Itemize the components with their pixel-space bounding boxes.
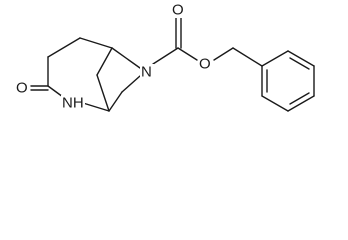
- atom-label-bridge-nitrogen: N: [141, 64, 152, 81]
- phenyl-bond-1: [261, 50, 289, 67]
- bond-bridge-upper-to-ch2: [96, 47, 113, 76]
- atom-label-carbamate-carbonyl-oxygen: O: [172, 2, 184, 19]
- bond-c-ring-upper-left: [47, 37, 81, 58]
- phenyl-inner-bond-b: [289, 92, 310, 105]
- atom-label-ester-oxygen: O: [199, 56, 211, 73]
- atom-label-amide-nh: NH: [62, 95, 84, 112]
- bond-bridge-ch2-to-lower: [96, 74, 110, 112]
- bond-upper-bridgehead-to-n: [111, 47, 141, 69]
- bond-ester-o-to-ch2: [213, 47, 234, 61]
- bond-carbonyl-to-amide-n: [47, 85, 64, 98]
- phenyl-ring: [261, 50, 315, 112]
- phenyl-bond-2: [287, 50, 315, 67]
- molecular-structure-diagram: O NH N O O: [14, 1, 315, 112]
- bond-ch2-to-bridge-n: [121, 75, 141, 93]
- lactam-carbonyl-double-bond: [30, 85, 49, 91]
- bond-amide-n-to-lower-bridgehead: [82, 102, 110, 112]
- bond-ring-top-to-bridgehead: [79, 37, 113, 49]
- phenyl-bond-4: [287, 95, 315, 112]
- bond-lower-bridgehead-to-ch2: [108, 91, 123, 112]
- atom-labels: O NH N O O: [14, 1, 213, 112]
- bond-ch2-to-phenyl: [232, 47, 263, 67]
- bond-n-to-carbamate-c: [152, 47, 179, 65]
- phenyl-inner-bond-a: [289, 57, 310, 70]
- bicyclic-ring-bonds: [47, 37, 141, 112]
- phenyl-bond-5: [261, 95, 289, 112]
- bond-carbamate-c-to-ester-o: [177, 47, 198, 61]
- carbamate-bonds: [152, 17, 263, 67]
- atom-label-lactam-oxygen: O: [16, 80, 28, 97]
